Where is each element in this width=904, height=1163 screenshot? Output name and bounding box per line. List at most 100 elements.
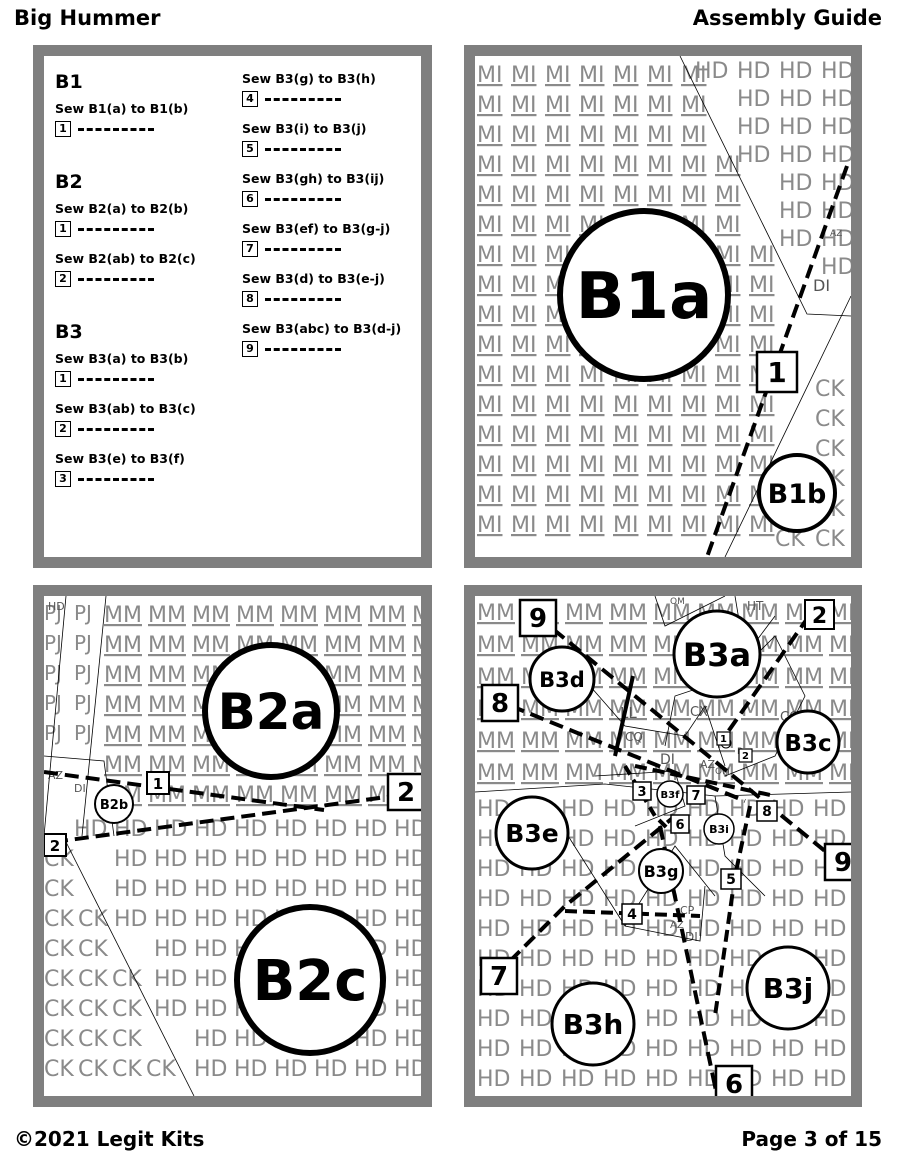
fabric-code-mi: MI [545,63,570,88]
fabric-code-mi: MI [545,123,570,148]
fabric-code-mi: MI [647,153,672,178]
fabric-code-hd: HD [821,227,851,252]
step-marker-2-small: 2 [742,751,749,762]
fabric-code-hd: HD [234,817,267,842]
step-number: 1 [55,371,71,387]
fabric-code-mm: MM [412,693,421,718]
fabric-code-hd: HD [394,817,421,842]
fabric-code-hd: HD [561,917,594,942]
fabric-code-mi: MI [545,513,570,538]
fabric-code-mi: MI [715,213,740,238]
step-text: Sew B3(ef) to B3(g-j) [242,221,391,236]
fabric-code-hd: HD [394,847,421,872]
fabric-code-mi: MI [715,423,740,448]
fabric-code-hd: HD [194,877,227,902]
fabric-code-mi: MI [749,243,774,268]
fabric-code-mm: MM [104,723,142,748]
fabric-code-mi: MI [613,513,638,538]
fabric-code-mm: MM [829,665,851,690]
fabric-code-hd: HD [234,877,267,902]
fabric-code-ck: CK [815,437,845,462]
piece-label-b1a: B1a [576,260,713,334]
fabric-code-hd: HD [813,1037,846,1062]
fabric-code-hd: HD [561,887,594,912]
fabric-code-mi: MI [613,453,638,478]
fabric-code-hd: HD [561,1067,594,1092]
fabric-code-mm: MM [368,633,406,658]
seam-line-icon [78,377,154,381]
fabric-code-mm: MM [236,603,274,628]
fabric-code-hd: HD [771,1067,804,1092]
fabric-code-mi: MI [579,513,604,538]
fabric-code-pj: PJ [44,721,62,745]
step-marker-9-right: 9 [834,848,851,878]
fabric-code-hd: HD [813,1067,846,1092]
fabric-code-mm: MM [412,723,421,748]
fabric-code-hd: HD [314,877,347,902]
fabric-code-hd: HD [154,877,187,902]
fabric-code-mi: MI [681,513,706,538]
fabric-code-hd: HD [154,847,187,872]
fabric-code-mi: MI [647,183,672,208]
step-marker-8: 8 [491,689,509,719]
fabric-code-mm: MM [412,633,421,658]
fabric-code-hd: HD [561,797,594,822]
seam-line-icon [265,197,341,201]
step-text: Sew B3(a) to B3(b) [55,351,189,366]
fabric-code-hd: HD [194,1057,227,1082]
fabric-code-hd: HD [695,59,728,84]
fabric-code-mm: MM [477,729,515,754]
seam-line-icon [78,127,154,131]
fabric-code-hd: HD [234,847,267,872]
fabric-code-hd: HD [477,1067,510,1092]
fabric-code-mi: MI [511,213,536,238]
fabric-code-mm: MM [565,761,603,786]
fabric-code-mm: MM [609,665,647,690]
fabric-code-mi: MI [511,453,536,478]
fabric-code-mi: MI [647,513,672,538]
piece-label-b3j: B3j [763,972,813,1005]
fabric-code-hd: HD [354,877,387,902]
fabric-code-hd: HD [687,857,720,882]
fabric-code-mm: MM [785,665,823,690]
fabric-code-hd: HD [48,600,65,613]
fabric-code-hd: HD [603,797,636,822]
fabric-code-hd: HD [477,1007,510,1032]
fabric-code-pj: PJ [74,661,92,685]
fabric-code-mm: MM [521,761,559,786]
fabric-code-hd: HD [477,1037,510,1062]
step-number: 4 [242,91,258,107]
fabric-code-mm: MM [104,663,142,688]
fabric-code-hd: HD [687,917,720,942]
fabric-code-mm: MM [148,663,186,688]
fabric-code-mm: MM [829,633,851,658]
step-row: 8 [242,291,401,307]
fabric-code-hd: HD [729,1037,762,1062]
fabric-code-hd: HD [771,917,804,942]
fabric-code-mi: MI [545,393,570,418]
piece-label-b3i: B3i [709,823,729,836]
seam-line-icon [78,227,154,231]
fabric-code-ck: CK [815,407,845,432]
fabric-code-hd: HD [645,1037,678,1062]
fabric-code-hd: HD [821,59,851,84]
fabric-code-mi: MI [681,93,706,118]
step-marker-1: 1 [153,775,163,793]
step-row: 6 [242,191,401,207]
fabric-code-mi: MI [511,483,536,508]
fabric-code-hd: HD [519,1037,552,1062]
fabric-code-di: DI [685,930,698,944]
fabric-code-hd: HD [779,199,812,224]
fabric-code-ck: CK [44,937,74,962]
step-row: 1 [55,221,196,237]
piece-label-b1b: B1b [768,479,827,510]
fabric-code-mm: MM [521,729,559,754]
fabric-code-hd: HD [603,827,636,852]
step-number: 8 [242,291,258,307]
fabric-code-mi: MI [613,423,638,448]
fabric-code-hd: HD [519,947,552,972]
fabric-code-ck: CK [44,1027,74,1052]
step-text: Sew B1(a) to B1(b) [55,101,189,116]
piece-label-b3d: B3d [539,668,585,692]
